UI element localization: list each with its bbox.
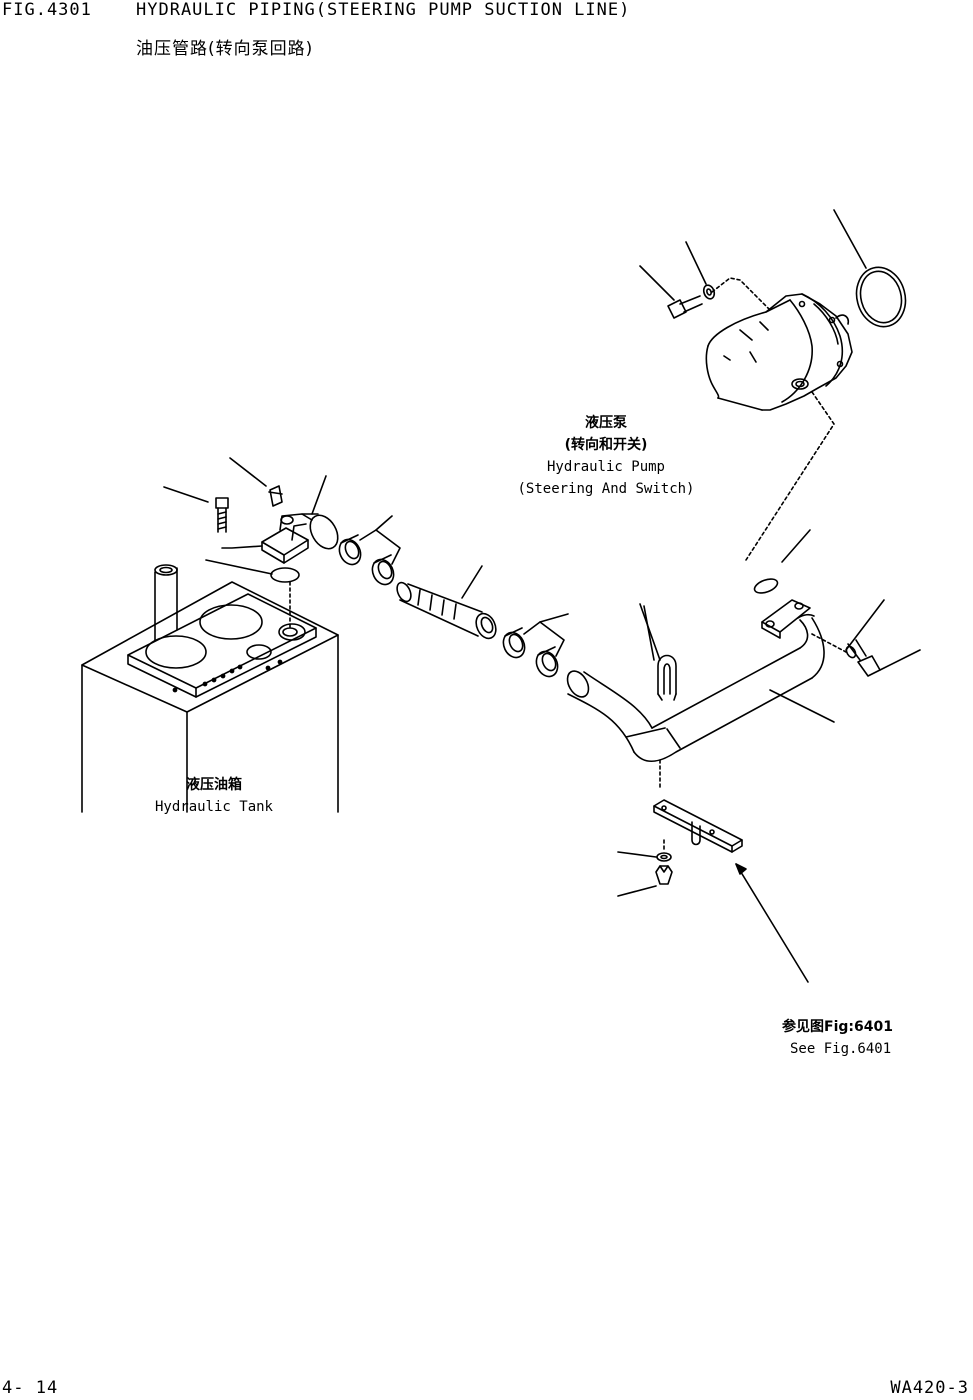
pump-label-english: Hydraulic Pump (546, 459, 665, 475)
reference-label: 参见图Fig:6401 See Fig.6401 (760, 1016, 940, 1060)
hose-clamps-upper (335, 516, 400, 588)
suction-tube (563, 600, 834, 788)
figure-title-english: HYDRAULIC PIPING(STEERING PUMP SUCTION L… (136, 0, 631, 20)
reference-label-chinese: 参见图Fig:6401 (782, 1019, 893, 1035)
page-number: 4- 14 (2, 1378, 59, 1398)
hydraulic-tank-label: 液压油箱 Hydraulic Tank (134, 774, 294, 818)
tube-bracket (618, 800, 808, 982)
pump-label-chinese: 液压泵 (585, 415, 627, 431)
hydraulic-tank-drawing (82, 565, 338, 812)
figure-title-chinese: 油压管路(转向泵回路) (136, 39, 314, 59)
pump-label-english-sub: (Steering And Switch) (517, 481, 695, 497)
tank-elbow-fitting (164, 458, 343, 628)
model-number: WA420-3 (890, 1378, 969, 1398)
tank-label-english: Hydraulic Tank (154, 799, 273, 815)
reference-label-english: See Fig.6401 (790, 1041, 892, 1057)
suction-hose (394, 566, 499, 642)
hydraulic-pump-drawing (640, 210, 920, 676)
tank-label-chinese: 液压油箱 (186, 777, 242, 793)
hose-clamps-lower (499, 614, 568, 680)
figure-number: FIG.4301 (2, 0, 92, 20)
hydraulic-pump-label: 液压泵 (转向和开关) Hydraulic Pump (Steering And… (496, 412, 716, 500)
pump-label-chinese-sub: (转向和开关) (564, 437, 648, 453)
